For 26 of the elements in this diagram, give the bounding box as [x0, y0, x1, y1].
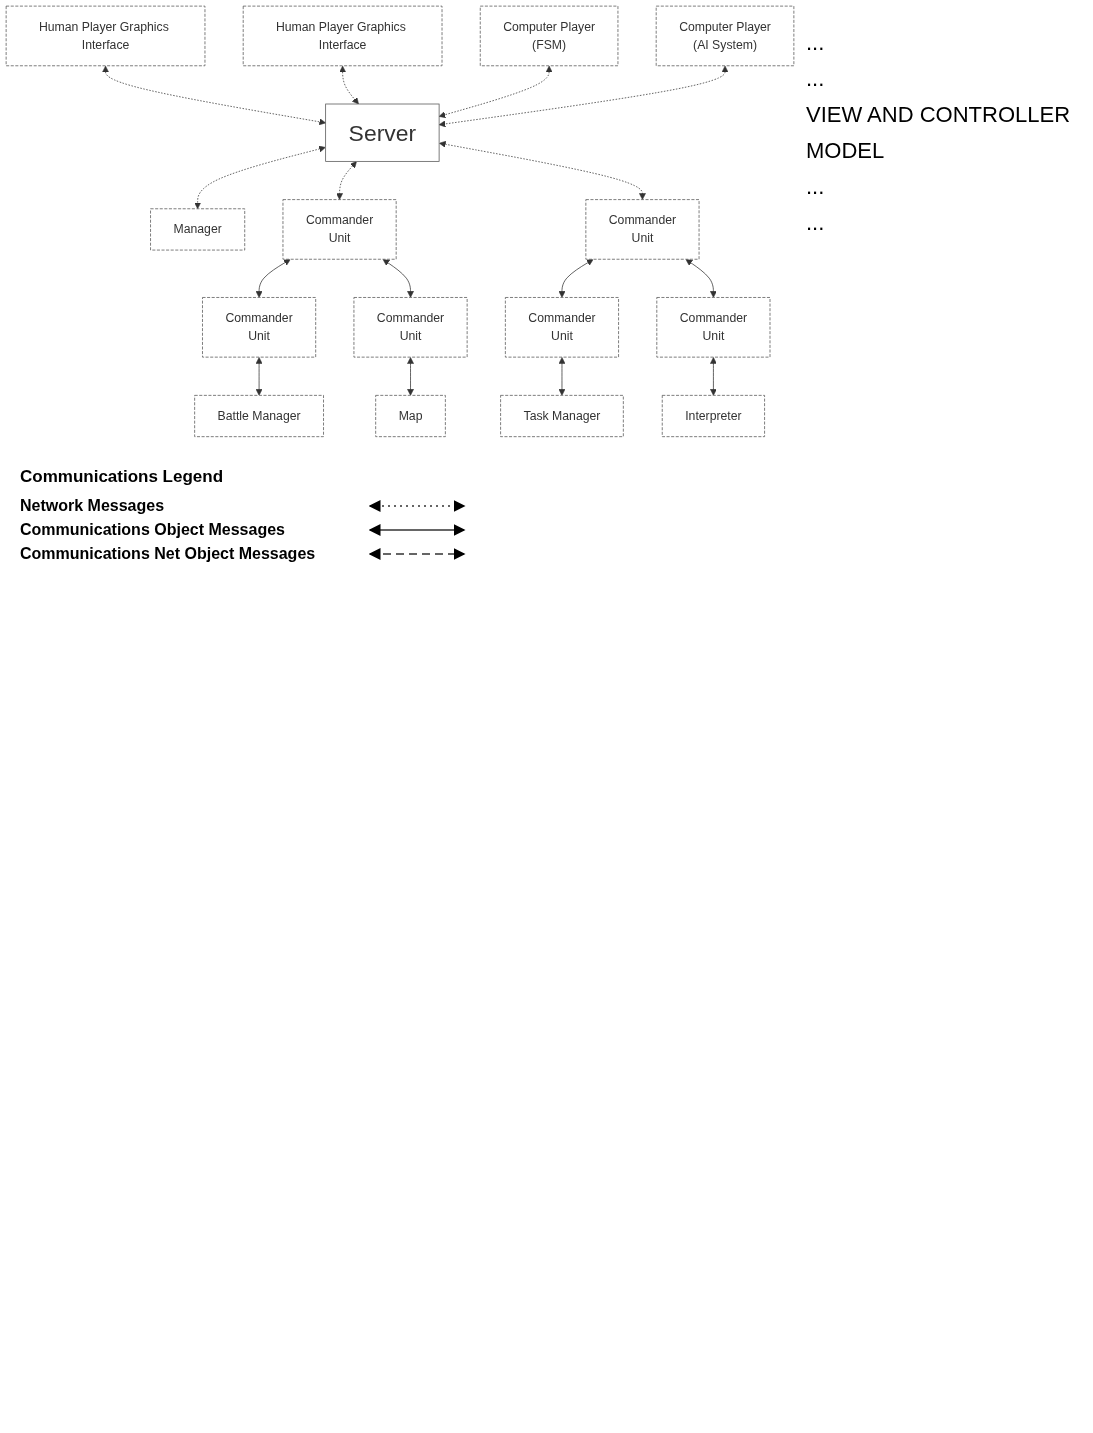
node-box: Commander Unit: [585, 199, 700, 260]
node-box: Interpreter: [661, 395, 765, 438]
node-box: Computer Player (AI System): [655, 5, 795, 67]
node-box: Battle Manager: [194, 395, 324, 438]
node-box: Commander Unit: [353, 297, 468, 358]
node-box: Human Player Graphics Interface: [5, 5, 206, 67]
note-label: ...: [806, 174, 826, 200]
node-box: Map: [375, 395, 446, 438]
note-label: VIEW AND CONTROLLER: [806, 102, 1072, 128]
note-label: ...: [806, 210, 826, 236]
note-label: MODEL: [806, 138, 886, 164]
legend-text: Communications Object Messages: [20, 520, 286, 539]
node-box: Manager: [150, 208, 246, 251]
node-box: Human Player Graphics Interface: [242, 5, 443, 67]
node-box: Server: [325, 103, 440, 162]
node-box: Commander Unit: [202, 297, 317, 358]
legend-text: Network Messages: [20, 496, 166, 515]
note-label: ...: [806, 30, 826, 56]
node-box: Commander Unit: [656, 297, 771, 358]
legend-title: Communications Legend: [20, 466, 225, 487]
node-box: Commander Unit: [505, 297, 619, 358]
node-box: Task Manager: [500, 395, 624, 438]
note-label: ...: [806, 66, 826, 92]
legend-text: Communications Net Object Messages: [20, 544, 317, 563]
node-box: Computer Player (FSM): [479, 5, 619, 67]
node-box: Commander Unit: [282, 199, 397, 260]
